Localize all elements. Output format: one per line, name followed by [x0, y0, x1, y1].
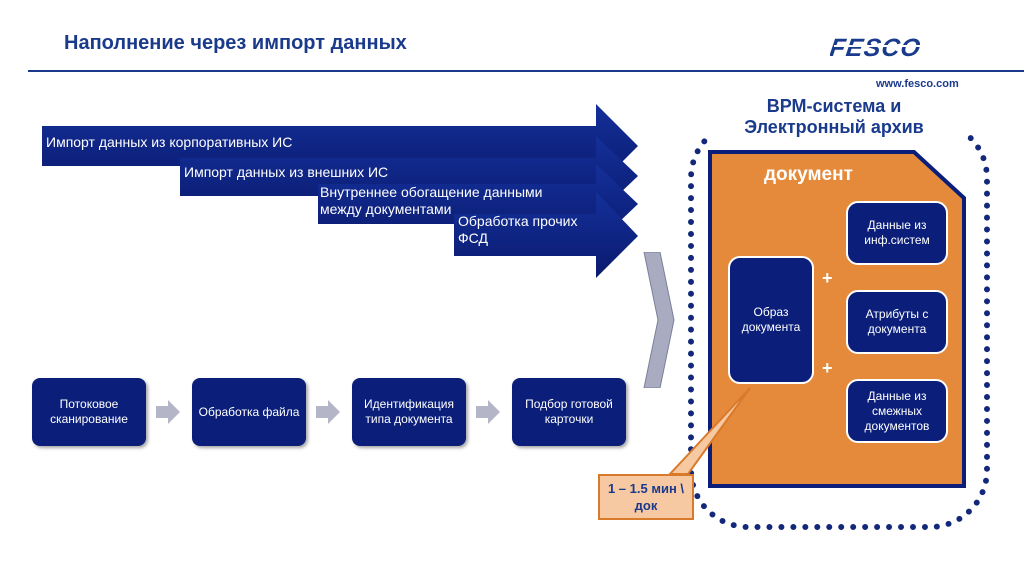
header-divider: [28, 70, 1024, 72]
step-arrow-icon: [316, 400, 340, 424]
document-image-box: Образ документа: [728, 256, 814, 384]
source-related-documents: Данные из смежных документов: [846, 379, 948, 443]
site-url: www.fesco.com: [876, 78, 959, 90]
callout-pointer: [667, 387, 751, 475]
import-arrows: [42, 104, 638, 278]
plus-icon: +: [822, 268, 833, 288]
import-arrow-2-label: Импорт данных из внешних ИС: [184, 164, 389, 180]
svg-text:FESCO: FESCO: [830, 34, 923, 62]
step-arrow-icon: [476, 400, 500, 424]
page-title: Наполнение через импорт данных: [64, 32, 407, 54]
step-arrow-icon: [156, 400, 180, 424]
import-arrow-3-label: Внутреннее обогащение данными между доку…: [320, 184, 543, 217]
fesco-logo: FESCO: [828, 34, 964, 67]
process-step-identify: Идентификация типа документа: [352, 378, 466, 446]
source-info-systems: Данные из инф.систем: [846, 201, 948, 265]
process-step-file: Обработка файла: [192, 378, 306, 446]
process-step-scanning: Потоковое сканирование: [32, 378, 146, 446]
import-arrow-4-label: Обработка прочих ФСД: [458, 213, 578, 246]
import-arrow-4: [454, 192, 638, 278]
import-arrow-1: [42, 104, 638, 188]
plus-icon: +: [822, 358, 833, 378]
system-title: ВРМ-система и Электронный архив: [700, 96, 968, 138]
time-callout: 1 – 1.5 мин \ док: [598, 474, 694, 520]
import-arrow-1-label: Импорт данных из корпоративных ИС: [46, 134, 293, 150]
time-callout-text: 1 – 1.5 мин \ док: [607, 481, 685, 513]
source-document-attributes: Атрибуты с документа: [846, 290, 948, 354]
chevron-arrow: [643, 252, 675, 388]
document-title: документ: [764, 164, 853, 185]
process-step-card: Подбор готовой карточки: [512, 378, 626, 446]
